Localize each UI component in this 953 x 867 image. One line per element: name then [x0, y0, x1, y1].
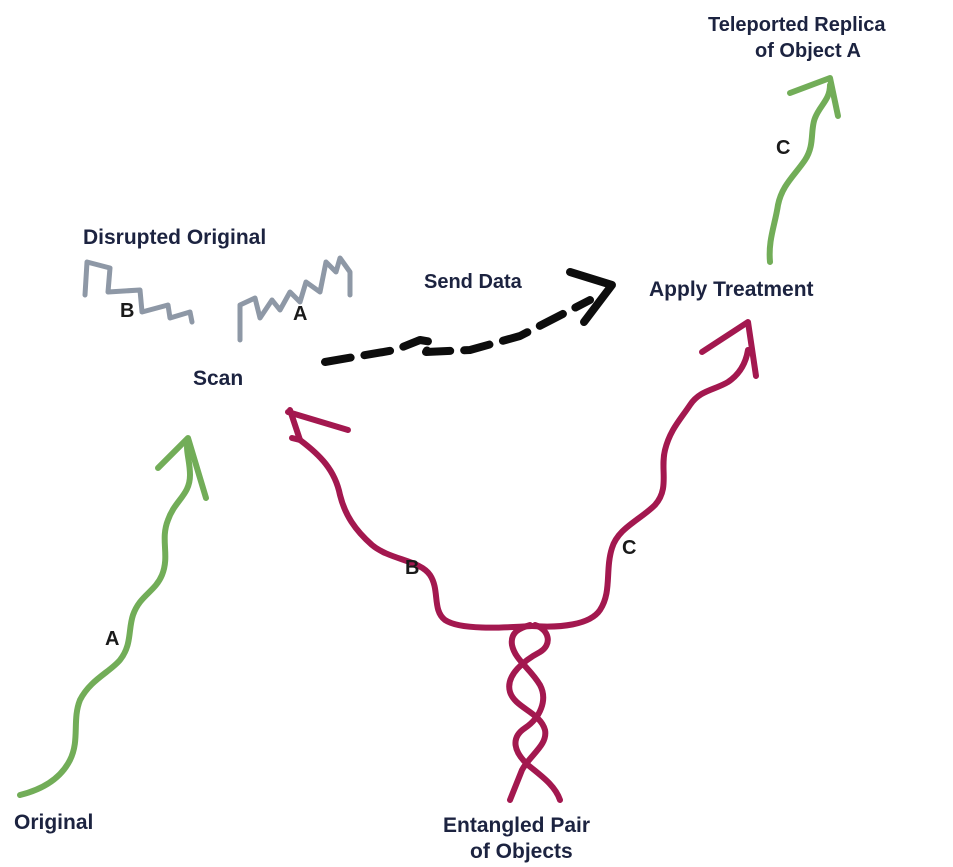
entangled-strand-2 [508, 622, 563, 803]
label-apply-treatment: Apply Treatment [649, 278, 814, 301]
label-teleported-replica-line2: of Object A [755, 40, 861, 62]
disrupted-original-fragments [82, 255, 353, 343]
label-entangled-pair-line2: of Objects [470, 840, 573, 863]
entangled-pair [285, 319, 759, 803]
letter-a-disrupted: A [293, 303, 307, 325]
entangled-strand-1 [506, 622, 551, 803]
label-entangled-pair-line1: Entangled Pair [443, 814, 590, 837]
send-data-arrowhead [566, 268, 616, 326]
label-scan: Scan [193, 367, 243, 390]
send-data-line [321, 296, 594, 366]
label-teleported-replica-line1: Teleported Replica [708, 14, 886, 36]
entangled-branch-c-arrowhead [699, 319, 759, 379]
entangled-branch-b-arrowhead [285, 407, 351, 443]
send-data-arrow [321, 268, 616, 366]
original-arrowhead [155, 435, 209, 501]
label-disrupted-original: Disrupted Original [83, 226, 266, 249]
letter-b-disrupted: B [120, 300, 134, 322]
original-object-path [17, 435, 209, 798]
entangled-branch-c [529, 347, 751, 630]
label-original: Original [14, 811, 93, 834]
teleported-replica-path [766, 75, 841, 265]
entangled-branch-b [297, 437, 535, 631]
letter-a-original: A [105, 628, 119, 650]
fragment-b [82, 259, 195, 325]
label-send-data: Send Data [424, 271, 523, 293]
letter-c-teleported: C [776, 137, 790, 159]
fragment-a [237, 255, 353, 343]
letter-b-entangled: B [405, 557, 419, 579]
letter-c-entangled: C [622, 537, 636, 559]
teleported-arrowhead [787, 75, 841, 119]
